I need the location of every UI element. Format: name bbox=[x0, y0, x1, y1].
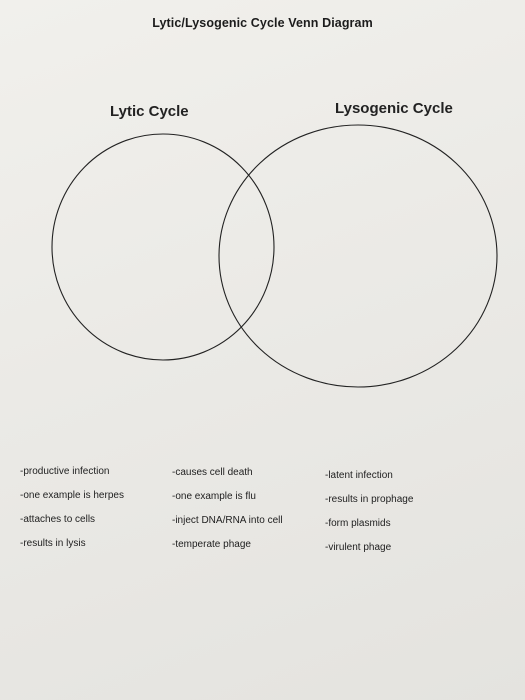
lysogenic-cycle-label: Lysogenic Cycle bbox=[335, 100, 453, 117]
list-item: -virulent phage bbox=[325, 542, 392, 553]
page-title: Lytic/Lysogenic Cycle Venn Diagram bbox=[152, 16, 373, 30]
lytic-only-list: -productive infection -one example is he… bbox=[20, 460, 124, 556]
list-item: -one example is flu bbox=[172, 491, 256, 502]
shared-traits-list: -causes cell death -one example is flu -… bbox=[172, 461, 283, 557]
lysogenic-only-list: -latent infection -results in prophage -… bbox=[325, 464, 413, 560]
list-item: -latent infection bbox=[325, 470, 393, 481]
list-item: -inject DNA/RNA into cell bbox=[172, 515, 283, 526]
lysogenic-circle bbox=[218, 124, 498, 388]
list-item: -causes cell death bbox=[172, 467, 253, 478]
list-item: -temperate phage bbox=[172, 539, 251, 550]
list-item: -attaches to cells bbox=[20, 514, 96, 525]
list-item: -results in prophage bbox=[325, 494, 414, 505]
list-item: -one example is herpes bbox=[20, 490, 124, 501]
list-item: -productive infection bbox=[20, 466, 110, 477]
list-item: -form plasmids bbox=[325, 518, 391, 529]
list-item: -results in lysis bbox=[20, 538, 86, 549]
lytic-cycle-label: Lytic Cycle bbox=[110, 103, 189, 120]
lytic-circle bbox=[51, 133, 275, 361]
